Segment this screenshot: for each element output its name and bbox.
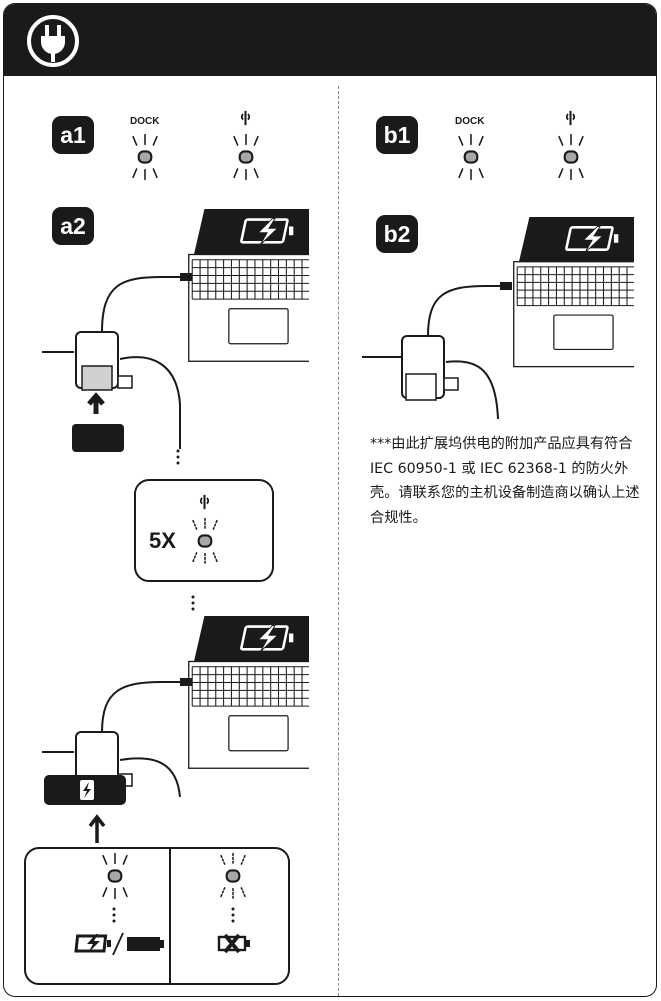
- battery-charging-icon: [74, 934, 111, 953]
- qi-wireless-icon: [240, 110, 251, 126]
- led-indicator-icon: [550, 132, 592, 182]
- compliance-note: ***由此扩展坞供电的附加产品应具有符合 IEC 60950-1 或 IEC 6…: [370, 436, 640, 526]
- dock-with-phone-illustration: [42, 273, 192, 452]
- continuation-dots: [112, 907, 116, 923]
- dock-with-charging-pad-illustration: [362, 282, 512, 420]
- step-badge-a1: a1: [52, 116, 94, 154]
- led-blinking-icon: [212, 851, 254, 901]
- led-indicator-icon: [124, 132, 166, 182]
- led-indicator-icon: [225, 132, 267, 182]
- dock-wireless-charging-illustration: [42, 678, 192, 805]
- continuation-dots: [231, 907, 235, 923]
- plug-icon: [27, 15, 79, 67]
- arrow-up-icon: [88, 814, 106, 843]
- battery-full-icon: [127, 937, 164, 951]
- dock-label: DOCK: [130, 116, 160, 127]
- laptop-illustration: [187, 616, 309, 791]
- step-badge-b1: b1: [376, 116, 418, 154]
- qi-wireless-icon: [565, 110, 576, 126]
- led-indicator-icon: [94, 851, 136, 901]
- header-bar: [4, 4, 656, 76]
- step-badge-b2: b2: [376, 215, 418, 253]
- laptop-illustration: [187, 209, 309, 384]
- battery-error-icon: [217, 933, 250, 954]
- blink-indicator-box: [134, 479, 274, 582]
- continuation-dots: [176, 448, 180, 466]
- column-divider: [338, 86, 339, 996]
- blink-count-label: 5X: [149, 528, 176, 553]
- dock-label: DOCK: [455, 116, 485, 127]
- instruction-page: a1 DOCK b1 DOCK a2 5X: [3, 3, 657, 997]
- qi-wireless-icon: [199, 494, 210, 510]
- step-badge-a2: a2: [52, 207, 94, 245]
- led-indicator-icon: [450, 132, 492, 182]
- led-blinking-icon: [184, 516, 226, 566]
- laptop-illustration: [512, 217, 634, 389]
- separator-slash: [112, 932, 124, 956]
